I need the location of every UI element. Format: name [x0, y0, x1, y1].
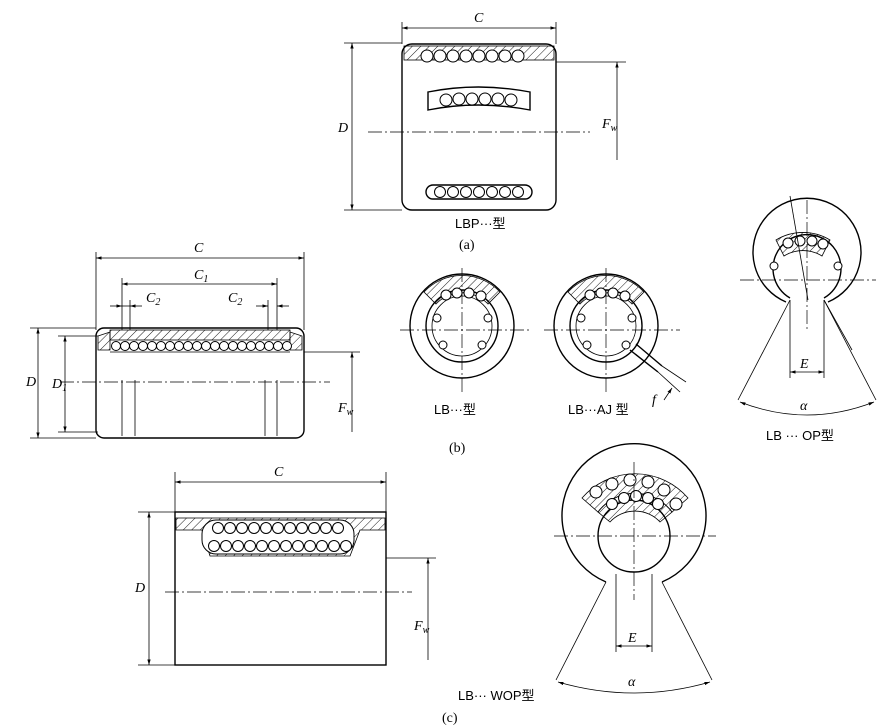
figure-c-wop-front-view: E α LB··· WOP型	[458, 442, 716, 703]
dim-b-c1: C1	[194, 268, 208, 285]
ball-row-a-bottom	[434, 186, 524, 198]
figure-b-lb-side-view: C C1 C2 C2 D D1	[25, 241, 360, 439]
dim-a-d: D	[337, 121, 348, 136]
dim-b-f: f	[652, 393, 658, 408]
sublabel-b: (b)	[449, 441, 466, 456]
dim-c-alpha: α	[628, 675, 636, 690]
dim-b-c2-left: C2	[146, 291, 160, 308]
caption-lb-op: LB ··· OP型	[766, 428, 834, 443]
caption-lbp: LBP···型	[455, 216, 506, 231]
ball-row-a-top	[420, 49, 525, 63]
ball-row-c-upper	[212, 522, 344, 534]
caption-lb-wop: LB··· WOP型	[458, 688, 535, 703]
sublabel-a: (a)	[459, 238, 475, 253]
figure-c-side-view: C D Fw	[134, 465, 436, 666]
sublabel-c: (c)	[442, 711, 458, 726]
dim-b-e: E	[799, 357, 809, 372]
dim-b-d: D	[25, 375, 36, 390]
figure-b-lb-aj-front-view: f LB···AJ 型	[544, 268, 687, 417]
figure-a-lbp-bearing: C D Fw LBP···型	[337, 11, 626, 253]
dim-c-d: D	[134, 581, 145, 596]
dim-b-c: C	[194, 241, 204, 256]
ball-row-c-lower	[208, 540, 352, 552]
ball-ring-c-inner	[606, 490, 664, 510]
dim-b-d1: D1	[51, 377, 67, 394]
ball-row-a-middle	[439, 92, 518, 107]
dim-b-c2-right: C2	[228, 291, 242, 308]
figure-b-lb-op-front-view: E α LB ··· OP型	[737, 195, 877, 443]
caption-lb: LB···型	[434, 402, 476, 417]
dim-a-fw: Fw	[601, 117, 618, 134]
dim-c-e: E	[627, 631, 637, 646]
dim-b-alpha: α	[800, 399, 808, 414]
ball-ring-c-outer	[589, 473, 683, 511]
ball-row-b-side	[111, 341, 292, 351]
dim-a-c: C	[474, 11, 484, 26]
caption-lb-aj: LB···AJ 型	[568, 402, 629, 417]
dim-b-fw: Fw	[337, 401, 354, 418]
figure-b-lb-front-view: LB···型	[400, 268, 530, 417]
dim-c-c: C	[274, 465, 284, 480]
dim-c-fw: Fw	[413, 619, 430, 636]
